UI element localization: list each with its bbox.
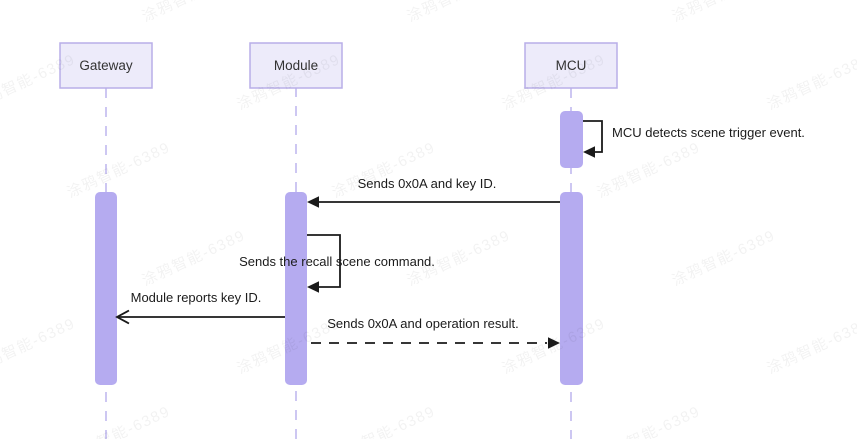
message-module-to-mcu-label: Sends 0x0A and operation result. (327, 316, 519, 331)
watermark-text: 涂鸦智能-6389 (764, 314, 857, 378)
watermark-text: 涂鸦智能-6389 (139, 0, 248, 26)
watermark-text: 涂鸦智能-6389 (0, 314, 78, 378)
watermark-text: 涂鸦智能-6389 (404, 0, 513, 26)
participant-module: Module (249, 42, 343, 89)
participant-mcu: MCU (524, 42, 618, 89)
message-module-to-gateway-label: Module reports key ID. (131, 290, 262, 305)
activation-bars (95, 111, 583, 385)
arrowhead-open-icon (115, 309, 130, 325)
watermark-text: 涂鸦智能-6389 (329, 402, 438, 439)
watermark-text: 涂鸦智能-6389 (329, 138, 438, 202)
message-mcu-self-label: MCU detects scene trigger event. (612, 125, 805, 140)
participant-gateway-box (59, 42, 153, 89)
activation-mcu-self (560, 111, 583, 168)
watermark-text: 涂鸦智能-6389 (594, 402, 703, 439)
arrowhead-filled-icon (307, 196, 319, 208)
message-mcu-self: MCU detects scene trigger event. (583, 120, 805, 158)
participant-gateway-label: Gateway (79, 58, 133, 73)
participant-module-label: Module (274, 58, 318, 73)
message-mcu-self-line (583, 120, 603, 153)
activation-module (285, 192, 307, 385)
watermark-text: 涂鸦智能-6389 (669, 0, 778, 26)
message-module-self-line (307, 234, 341, 288)
watermark-text: 涂鸦智能-6389 (64, 402, 173, 439)
participant-mcu-label: MCU (556, 58, 587, 73)
messages: MCU detects scene trigger event. Sends 0… (115, 120, 805, 349)
participant-module-box (249, 42, 343, 89)
activation-gateway (95, 192, 117, 385)
message-module-to-gateway: Module reports key ID. (115, 290, 285, 325)
watermark-text: 涂鸦智能-6389 (594, 138, 703, 202)
watermark-text: 涂鸦智能-6389 (669, 226, 778, 290)
activation-mcu (560, 192, 583, 385)
arrowhead-filled-icon (548, 337, 560, 349)
watermark-text: 涂鸦智能-6389 (764, 50, 857, 114)
watermark-text: 涂鸦智能-6389 (139, 226, 248, 290)
watermark-text: 涂鸦智能-6389 (64, 138, 173, 202)
participant-gateway: Gateway (59, 42, 153, 89)
message-module-self-label: Sends the recall scene command. (239, 254, 435, 269)
participants: Gateway Module MCU (59, 42, 618, 89)
message-mcu-to-module: Sends 0x0A and key ID. (307, 176, 560, 208)
arrowhead-filled-icon (307, 281, 319, 293)
message-module-to-mcu: Sends 0x0A and operation result. (311, 316, 560, 349)
arrowhead-filled-icon (583, 146, 595, 158)
message-mcu-to-module-label: Sends 0x0A and key ID. (358, 176, 497, 191)
message-module-self: Sends the recall scene command. (239, 234, 435, 293)
participant-mcu-box (524, 42, 618, 89)
